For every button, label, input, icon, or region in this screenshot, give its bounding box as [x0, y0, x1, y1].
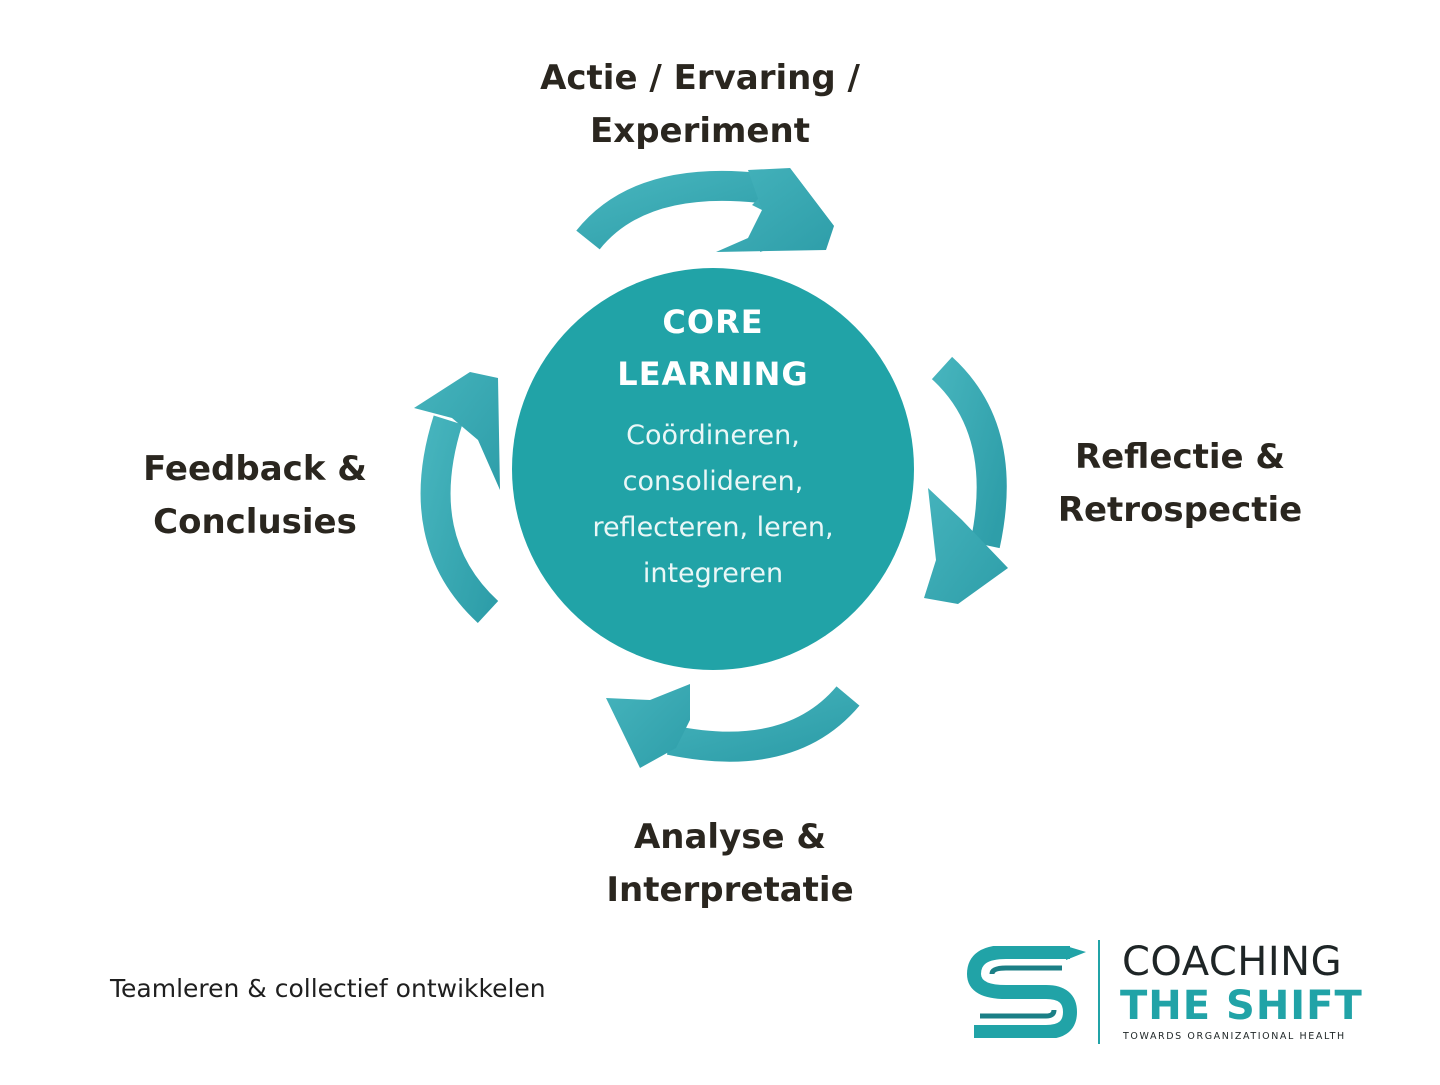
stage-label-actie-line2: Experiment	[590, 111, 810, 151]
core-desc-line2: consolideren,	[622, 466, 804, 497]
stage-label-analyse-line2: Interpretatie	[606, 870, 854, 910]
logo-tagline: TOWARDS ORGANIZATIONAL HEALTH	[1123, 1031, 1346, 1042]
logo-divider	[1098, 940, 1100, 1044]
arrow-left-icon	[414, 372, 500, 624]
stage-label-analyse: Analyse & Interpretatie	[570, 811, 890, 917]
core-learning-circle: CORE LEARNING Coördineren, consolideren,…	[512, 268, 914, 670]
coaching-the-shift-logo: COACHING THE SHIFT TOWARDS ORGANIZATIONA…	[966, 938, 1396, 1048]
stage-label-reflectie-line2: Retrospectie	[1057, 490, 1303, 530]
footer-caption: Teamleren & collectief ontwikkelen	[110, 974, 546, 1003]
stage-label-feedback-line1: Feedback &	[143, 449, 367, 489]
stage-label-analyse-line1: Analyse &	[633, 817, 827, 857]
core-desc-line4: integreren	[642, 558, 784, 589]
core-title: CORE LEARNING	[512, 296, 914, 400]
stage-label-reflectie-line1: Reflectie &	[1074, 437, 1286, 477]
arrow-top-icon	[576, 168, 834, 252]
core-description: Coördineren, consolideren, reflecteren, …	[512, 413, 914, 597]
core-desc-line3: reflecteren, leren,	[592, 512, 834, 543]
core-title-line2: LEARNING	[617, 355, 809, 393]
logo-text-the-shift: THE SHIFT	[1120, 983, 1363, 1029]
arrow-right-icon	[924, 356, 1008, 604]
stage-label-feedback: Feedback & Conclusies	[115, 443, 395, 549]
stage-label-actie: Actie / Ervaring / Experiment	[500, 52, 900, 158]
stage-label-actie-line1: Actie / Ervaring /	[540, 58, 860, 98]
logo-text-coaching: COACHING	[1122, 939, 1343, 985]
arrow-bottom-icon	[606, 684, 860, 768]
s-arrow-icon	[967, 946, 1086, 1038]
core-title-line1: CORE	[662, 303, 764, 341]
core-desc-line1: Coördineren,	[626, 420, 800, 451]
stage-label-feedback-line2: Conclusies	[153, 502, 357, 542]
stage-label-reflectie: Reflectie & Retrospectie	[1030, 431, 1330, 537]
